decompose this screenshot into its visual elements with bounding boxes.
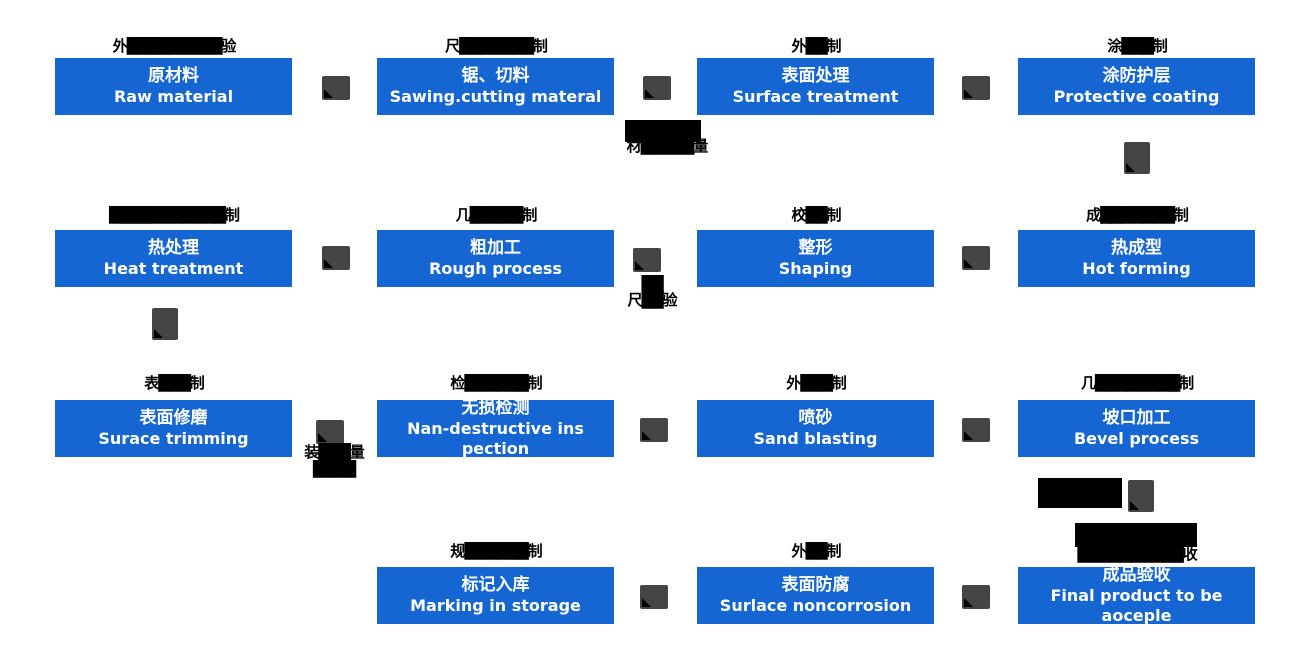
control-label-heat-treatment: ███████████制 xyxy=(109,206,240,224)
box-title-en: Raw material xyxy=(113,87,234,107)
control-label-rough-process: 几█████制 xyxy=(455,206,538,224)
box-title-zh: 热成型 xyxy=(1111,237,1162,258)
arrow-down-icon xyxy=(1124,142,1150,174)
arrow-left-icon xyxy=(962,246,990,270)
control-label-bevel-process: 几████████制 xyxy=(1080,374,1194,392)
annotation-dim-check-line1: ██ xyxy=(641,275,663,293)
box-title-zh: 表面修磨 xyxy=(139,407,208,428)
control-label-shaping: 校██制 xyxy=(791,206,841,224)
box-title-zh: 热处理 xyxy=(148,237,199,258)
box-title-en: Rough process xyxy=(429,259,562,279)
control-label-sand-blasting: 外███制 xyxy=(786,374,847,392)
flow-box-surface-treatment: 表面处理 Surface treatment xyxy=(697,58,934,115)
arrow-right-icon xyxy=(316,420,344,444)
box-title-en: Surlace noncorrosion xyxy=(719,596,912,616)
arrow-down-icon xyxy=(152,308,178,340)
box-title-zh: 锯、切料 xyxy=(461,65,530,86)
box-title-zh: 坡口加工 xyxy=(1102,407,1171,428)
box-title-en: Heat treatment xyxy=(103,259,244,279)
flow-box-sand-blasting: 喷砂 Sand blasting xyxy=(697,400,934,457)
control-label-final-acceptance: ██████████收 xyxy=(1077,545,1197,563)
box-title-en: Nan-destructive ins pection xyxy=(407,419,584,459)
control-label-surface-trimming: 表███制 xyxy=(144,374,205,392)
box-title-en: Surace trimming xyxy=(98,429,249,449)
control-label-marking: 规██████制 xyxy=(450,542,542,560)
arrow-right-icon xyxy=(962,418,990,442)
control-label-raw-material: 外█████████验 xyxy=(112,37,237,55)
box-title-en: Shaping xyxy=(778,259,853,279)
box-title-en: Sand blasting xyxy=(753,429,878,449)
box-title-en: Surface treatment xyxy=(732,87,899,107)
annotation-install-check-line1: 装███量 xyxy=(304,443,365,461)
control-label-anticorrosion: 外██制 xyxy=(791,542,841,560)
box-title-zh: 喷砂 xyxy=(798,407,833,428)
box-title-zh: 表面处理 xyxy=(781,65,850,86)
box-title-en: Sawing.cutting materal xyxy=(389,87,602,107)
box-title-en: Final product to be aoceple xyxy=(1050,586,1223,626)
arrow-left-icon xyxy=(322,246,350,270)
flow-box-bevel-process: 坡口加工 Bevel process xyxy=(1018,400,1255,457)
flow-box-shaping: 整形 Shaping xyxy=(697,230,934,287)
flow-box-ndt: 无损检测 Nan-destructive ins pection xyxy=(377,397,614,459)
box-title-en: Bevel process xyxy=(1073,429,1200,449)
flow-box-protective-coating: 涂防护层 Protective coating xyxy=(1018,58,1255,115)
control-label-sawing: 尺███████制 xyxy=(445,37,548,55)
box-title-en: Hot forming xyxy=(1082,259,1191,279)
flow-box-hot-forming: 热成型 Hot forming xyxy=(1018,230,1255,287)
control-label-ndt: 检██████制 xyxy=(450,374,542,392)
box-title-zh: 原材料 xyxy=(148,65,199,86)
box-title-zh: 标记入库 xyxy=(461,574,530,595)
arrow-right-icon xyxy=(962,76,990,100)
arrow-right-icon xyxy=(640,418,668,442)
box-title-en: Protective coating xyxy=(1053,87,1220,107)
box-title-zh: 粗加工 xyxy=(470,237,521,258)
box-title-zh: 成品验收 xyxy=(1102,564,1171,585)
flow-box-rough-process: 粗加工 Rough process xyxy=(377,230,614,287)
annotation-material-check: 材█████量 xyxy=(626,137,709,155)
arrow-left-icon xyxy=(633,248,661,272)
control-label-protective-coating: 涂███制 xyxy=(1107,37,1168,55)
flow-box-heat-treatment: 热处理 Heat treatment xyxy=(55,230,292,287)
box-title-zh: 表面防腐 xyxy=(781,574,850,595)
arrow-left-icon xyxy=(962,585,990,609)
arrow-right-icon xyxy=(643,76,671,100)
flow-box-surface-trimming: 表面修磨 Surace trimming xyxy=(55,400,292,457)
flow-box-anticorrosion: 表面防腐 Surlace noncorrosion xyxy=(697,567,934,624)
box-title-en: Marking in storage xyxy=(410,596,581,616)
box-title-zh: 无损检测 xyxy=(461,397,530,418)
flow-box-sawing: 锯、切料 Sawing.cutting materal xyxy=(377,58,614,115)
flow-box-raw-material: 原材料 Raw material xyxy=(55,58,292,115)
arrow-left-icon xyxy=(640,585,668,609)
control-label-surface-treatment: 外██制 xyxy=(791,37,841,55)
annotation-dim-check-line2: 尺██验 xyxy=(627,291,677,309)
annotation-block xyxy=(625,120,701,142)
flow-box-marking: 标记入库 Marking in storage xyxy=(377,567,614,624)
box-title-zh: 涂防护层 xyxy=(1102,65,1171,86)
annotation-block xyxy=(1038,478,1122,508)
annotation-block xyxy=(1075,523,1197,547)
box-title-zh: 整形 xyxy=(798,237,833,258)
annotation-install-check-line2: ████ xyxy=(312,460,356,478)
arrow-right-icon xyxy=(322,76,350,100)
flow-box-final-acceptance: 成品验收 Final product to be aoceple xyxy=(1018,564,1255,626)
arrow-down-icon xyxy=(1128,480,1154,512)
control-label-hot-forming: 成███████制 xyxy=(1086,206,1189,224)
